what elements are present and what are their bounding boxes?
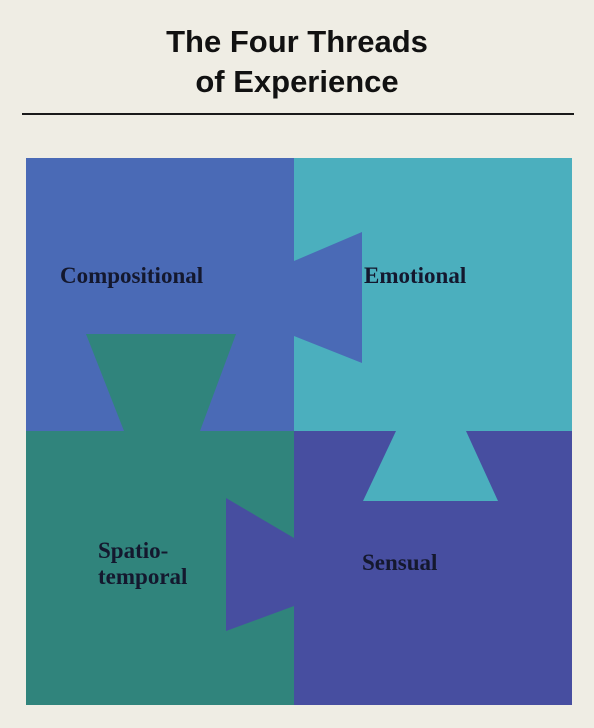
connector-spatio-temporal-to-compositional — [86, 334, 236, 431]
title-line-2: of Experience — [195, 64, 399, 99]
label-spatio-temporal: Spatio- temporal — [98, 538, 187, 590]
connector-spatio-temporal-to-sensual — [226, 498, 294, 631]
label-emotional: Emotional — [364, 263, 467, 288]
connector-compositional-to-emotional — [294, 232, 362, 363]
four-threads-diagram: Compositional Emotional Spatio- temporal… — [26, 158, 572, 705]
label-spatio-line-1: Spatio- — [98, 538, 169, 563]
title-line-1: The Four Threads — [166, 24, 428, 59]
label-sensual: Sensual — [362, 550, 438, 575]
connector-emotional-to-sensual — [363, 431, 498, 501]
label-spatio-line-2: temporal — [98, 564, 188, 589]
title-divider — [22, 113, 574, 115]
label-compositional: Compositional — [60, 263, 204, 288]
diagram-graphic — [26, 158, 572, 705]
diagram-title: The Four Threads of Experience — [0, 22, 594, 102]
